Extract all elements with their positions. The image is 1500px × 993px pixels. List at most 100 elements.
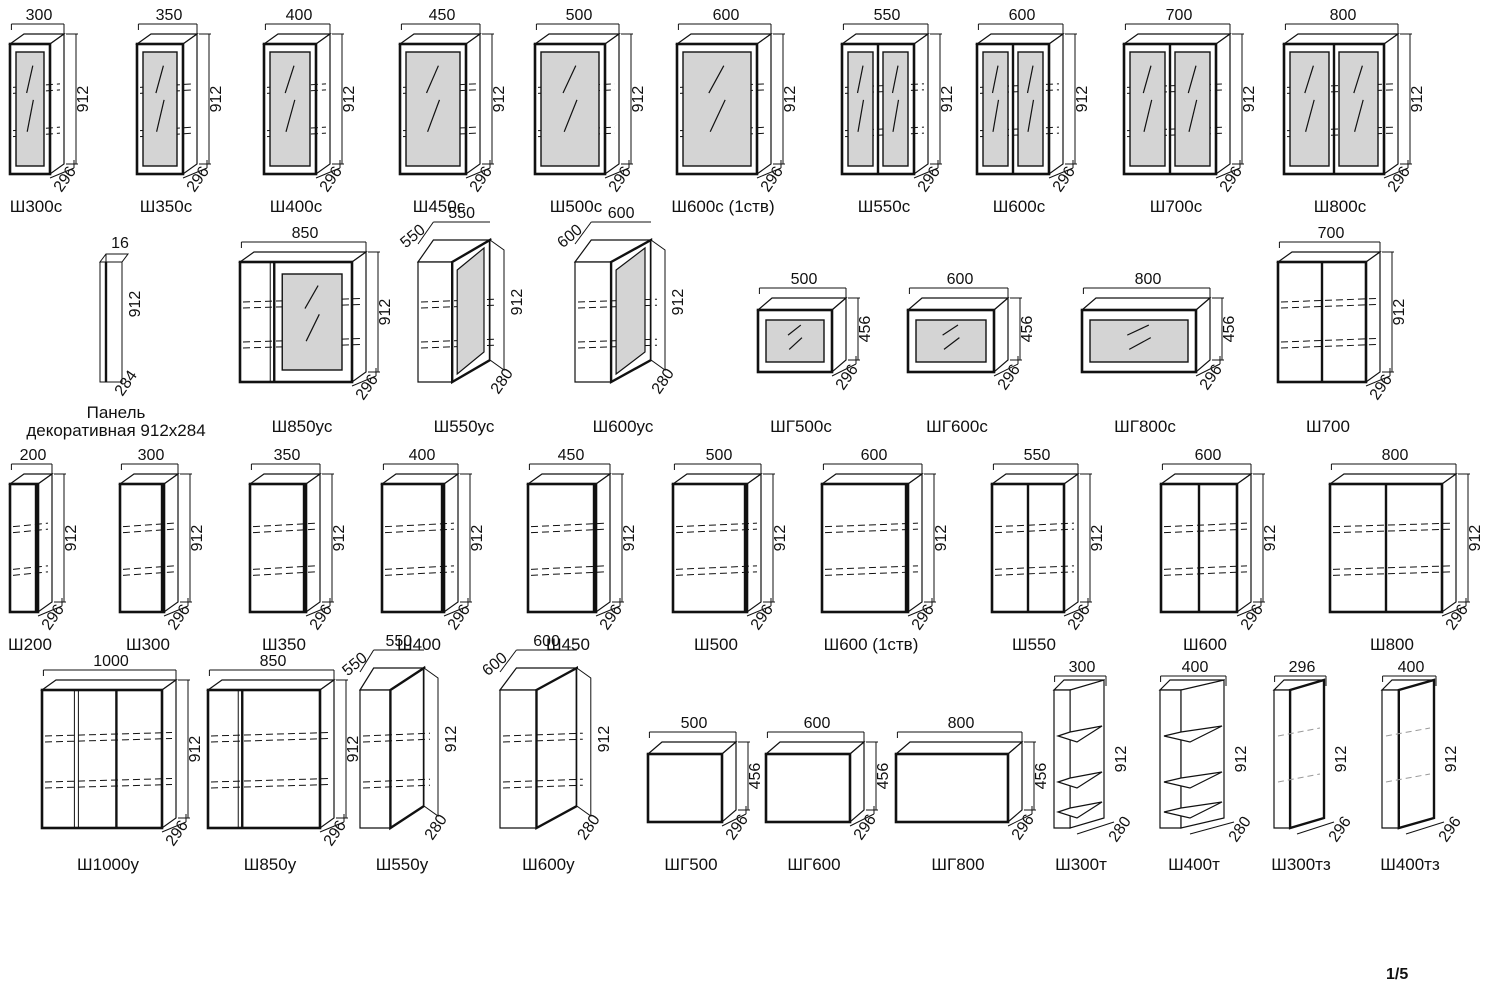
item-label: ШГ600с — [926, 417, 988, 436]
dim-width-2: 600 — [608, 205, 635, 222]
item-label: Ш300тз — [1271, 855, 1331, 874]
item-label: Ш600с — [993, 197, 1046, 216]
catalog-row: 1000912296Ш1000у850912296Ш850у5505509122… — [40, 633, 1465, 874]
dim-height: 456 — [1221, 316, 1238, 343]
dim-width: 600 — [554, 221, 585, 251]
dim-width: 600 — [479, 649, 510, 679]
dim-width: 600 — [1195, 447, 1222, 464]
dim-width: 300 — [1069, 659, 1096, 676]
dim-height: 912 — [331, 525, 348, 552]
dim-height: 912 — [1089, 525, 1106, 552]
item-label: ШГ800с — [1114, 417, 1176, 436]
item-label: Ш850у — [244, 855, 297, 874]
item-label: ШГ500с — [770, 417, 832, 436]
dim-height: 912 — [189, 525, 206, 552]
dim-height: 912 — [377, 299, 394, 326]
dim-height: 912 — [509, 289, 526, 316]
item-label: ШГ800 — [931, 855, 984, 874]
catalog-row: 300912296Ш300с350912296Ш350с400912296Ш40… — [8, 7, 1426, 216]
dim-height: 912 — [630, 86, 647, 113]
dim-height: 912 — [1113, 746, 1130, 773]
dim-height: 912 — [1443, 746, 1460, 773]
dim-width: 800 — [1330, 7, 1357, 24]
dim-width: 600 — [713, 7, 740, 24]
dim-height: 456 — [1019, 316, 1036, 343]
dim-width: 550 — [1024, 447, 1051, 464]
page-number: 1/5 — [1386, 966, 1409, 983]
dim-height: 456 — [857, 316, 874, 343]
dim-width: 350 — [156, 7, 183, 24]
dim-height: 912 — [939, 86, 956, 113]
dim-width: 350 — [274, 447, 301, 464]
dim-width: 550 — [339, 649, 370, 679]
dim-width: 1000 — [93, 653, 129, 670]
item-label: Ш200 — [8, 635, 52, 654]
item-label: Ш700 — [1306, 417, 1350, 436]
item-label: Ш300т — [1055, 855, 1107, 874]
item-label: Ш450 — [546, 635, 590, 654]
item-label: Ш800с — [1314, 197, 1367, 216]
item-label: Ш550у — [376, 855, 429, 874]
dim-width: 700 — [1166, 7, 1193, 24]
dim-width: 200 — [20, 447, 47, 464]
dim-width: 500 — [791, 271, 818, 288]
dim-width: 800 — [948, 715, 975, 732]
dim-width: 400 — [1398, 659, 1425, 676]
dim-width: 400 — [409, 447, 436, 464]
item-label: Ш600 — [1183, 635, 1227, 654]
dim-height: 912 — [772, 525, 789, 552]
dim-width: 550 — [874, 7, 901, 24]
dim-height: 456 — [747, 763, 764, 790]
item-label: Ш600у — [522, 855, 575, 874]
dim-height: 912 — [341, 86, 358, 113]
dim-height: 456 — [1033, 763, 1050, 790]
item-label: Ш700с — [1150, 197, 1203, 216]
item-label-line2: декоративная 912х284 — [26, 421, 205, 440]
dim-depth: 296 — [1326, 814, 1355, 846]
dim-width-2: 600 — [533, 633, 560, 650]
item-label: ШГ500 — [664, 855, 717, 874]
dim-depth: 280 — [574, 812, 603, 844]
dim-depth: 296 — [1436, 814, 1465, 846]
dim-height: 912 — [208, 86, 225, 113]
dim-height: 912 — [1333, 746, 1350, 773]
item-label: Ш500с — [550, 197, 603, 216]
dim-width: 500 — [681, 715, 708, 732]
dim-height: 912 — [1262, 525, 1279, 552]
item-label: Ш600с (1ств) — [671, 197, 774, 216]
dim-width: 300 — [26, 7, 53, 24]
dim-height: 912 — [127, 291, 144, 318]
dim-width-2: 550 — [385, 633, 412, 650]
dim-height: 912 — [443, 726, 460, 753]
dim-depth: 280 — [649, 366, 678, 398]
dim-height: 912 — [75, 86, 92, 113]
dim-width: 700 — [1318, 225, 1345, 242]
dim-width: 600 — [804, 715, 831, 732]
dim-height: 912 — [782, 86, 799, 113]
item-label: Ш400тз — [1380, 855, 1440, 874]
dim-height: 912 — [1074, 86, 1091, 113]
